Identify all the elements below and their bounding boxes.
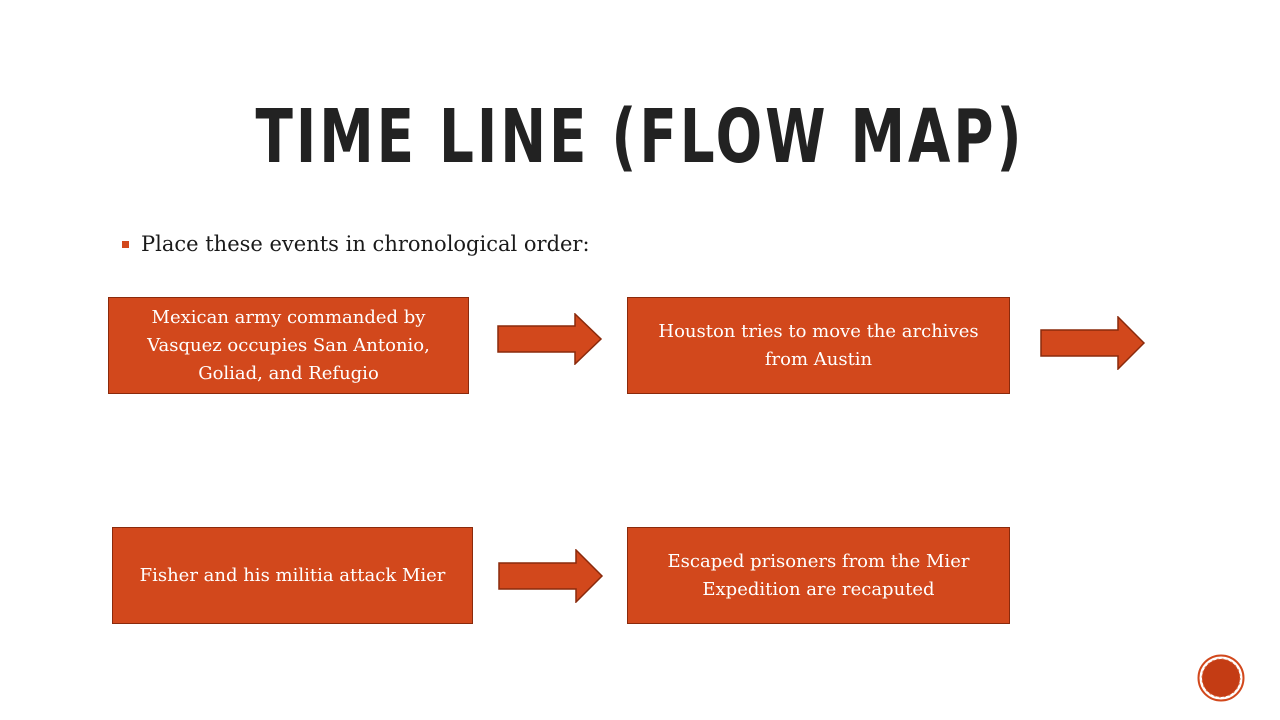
- event-text-1: Mexican army commanded by Vasquez occupi…: [147, 306, 430, 384]
- circle-logo-icon: [1197, 654, 1245, 702]
- event-box-3: Fisher and his militia attack Mier: [112, 527, 473, 624]
- right-arrow-icon: [497, 313, 603, 365]
- square-bullet-icon: [122, 240, 129, 248]
- event-box-4: Escaped prisoners from the Mier Expediti…: [627, 527, 1010, 624]
- instruction-bullet: Place these events in chronological orde…: [122, 226, 590, 262]
- right-arrow-icon: [1040, 316, 1146, 370]
- event-text-4: Escaped prisoners from the Mier Expediti…: [667, 550, 970, 600]
- event-box-1: Mexican army commanded by Vasquez occupi…: [108, 297, 469, 394]
- right-arrow-icon: [498, 549, 604, 603]
- instruction-text: Place these events in chronological orde…: [141, 232, 590, 256]
- slide-title: TIME LINE (FLOW MAP): [255, 94, 1025, 180]
- event-text-2: Houston tries to move the archives from …: [658, 320, 979, 370]
- event-text-3: Fisher and his militia attack Mier: [139, 564, 446, 586]
- event-box-2: Houston tries to move the archives from …: [627, 297, 1010, 394]
